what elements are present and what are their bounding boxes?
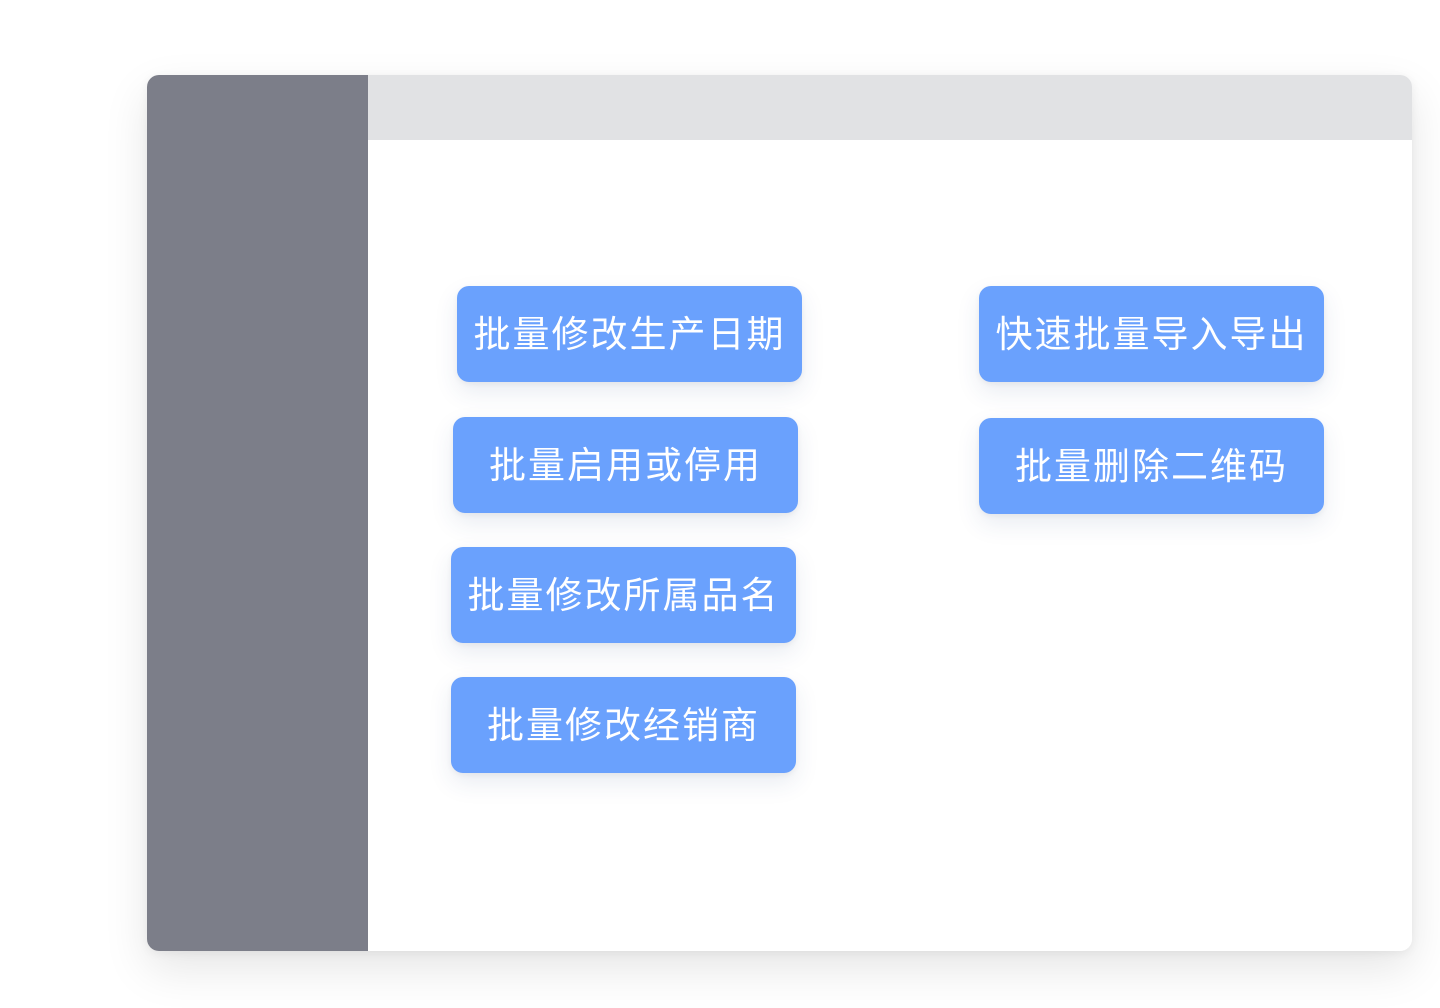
batch-delete-qrcode-button[interactable]: 批量删除二维码 xyxy=(979,418,1324,514)
button-label: 快速批量导入导出 xyxy=(995,312,1308,356)
batch-edit-production-date-button[interactable]: 批量修改生产日期 xyxy=(457,286,802,382)
button-label: 批量修改所属品名 xyxy=(467,573,780,617)
batch-enable-disable-button[interactable]: 批量启用或停用 xyxy=(453,417,798,513)
top-bar xyxy=(368,75,1412,140)
batch-edit-distributor-button[interactable]: 批量修改经销商 xyxy=(451,677,796,773)
sidebar xyxy=(147,75,368,951)
button-label: 批量修改经销商 xyxy=(487,703,760,747)
batch-edit-product-name-button[interactable]: 批量修改所属品名 xyxy=(451,547,796,643)
button-label: 批量修改生产日期 xyxy=(473,312,786,356)
app-window: 批量修改生产日期 批量启用或停用 批量修改所属品名 批量修改经销商 快速批量导入… xyxy=(147,75,1412,951)
quick-batch-import-export-button[interactable]: 快速批量导入导出 xyxy=(979,286,1324,382)
main-content xyxy=(368,140,1412,951)
button-label: 批量启用或停用 xyxy=(489,443,762,487)
button-label: 批量删除二维码 xyxy=(1015,444,1288,488)
